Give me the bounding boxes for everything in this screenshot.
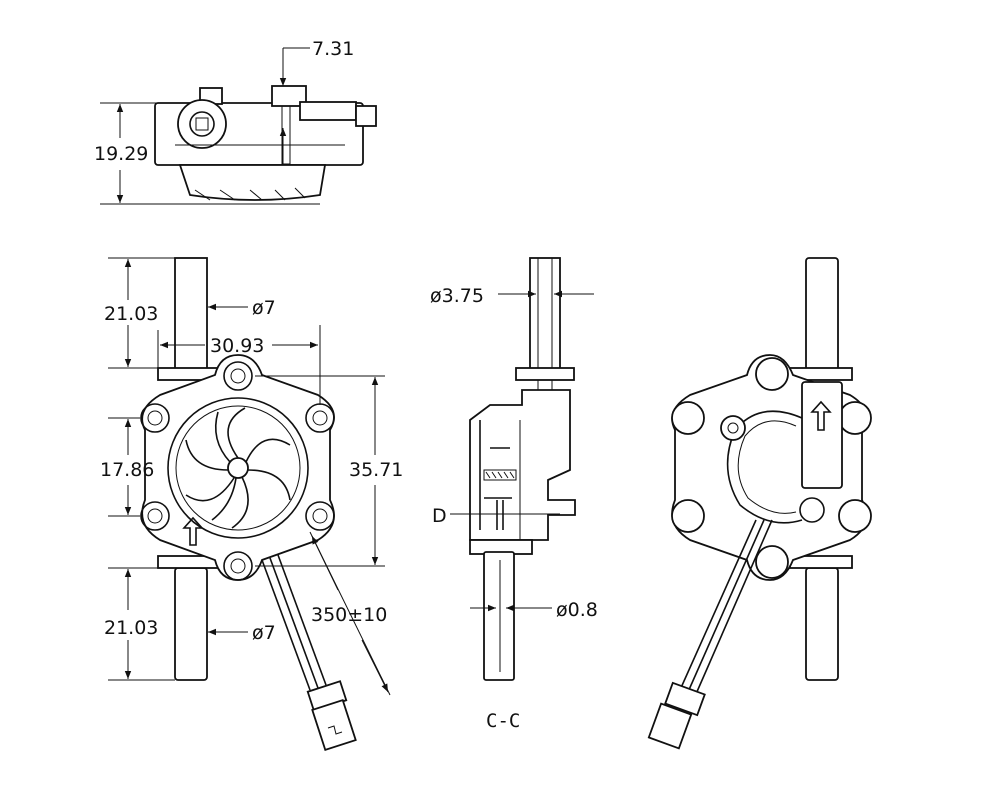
dim-detail-mark: D [432,505,447,527]
section-label: C-C [486,710,520,732]
dim-pipe-top-length: 21.03 [104,303,158,325]
dim-inner-dia: ø3.75 [430,285,484,307]
rear-view [647,257,872,750]
dim-top-width: 7.31 [312,38,354,60]
dim-pin-dia: ø0.8 [556,599,598,621]
dim-cable-length: 350±10 [311,604,387,626]
dim-top-height: 19.29 [94,143,148,165]
front-view [108,257,391,752]
dim-total-height: 35.71 [349,459,403,481]
dim-pipe-bottom-length: 21.03 [104,617,158,639]
dim-width: 30.93 [210,335,264,357]
dim-pipe-top-dia: ø7 [252,297,276,319]
section-view [450,257,594,681]
top-view [100,47,377,205]
dim-flange-height: 17.86 [100,459,154,481]
dim-pipe-bottom-dia: ø7 [252,622,276,644]
